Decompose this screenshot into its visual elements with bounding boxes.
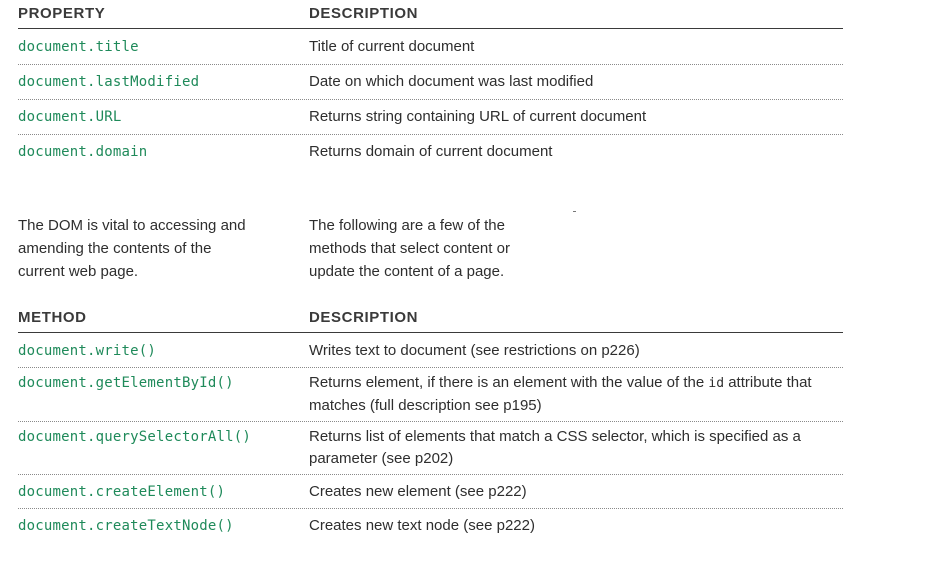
method-description: Returns element, if there is an element …: [309, 372, 843, 417]
inline-code: id: [708, 376, 725, 391]
method-name: document.createTextNode(): [18, 518, 234, 534]
table-row: document.getElementById() Returns elemen…: [18, 368, 843, 422]
table-row: document.write() Writes text to document…: [18, 333, 843, 368]
table-row: document.createTextNode() Creates new te…: [18, 509, 843, 542]
method-name: document.createElement(): [18, 484, 226, 500]
method-description-text: Returns element, if there is an element …: [309, 374, 709, 391]
method-name: document.write(): [18, 343, 157, 359]
method-name: document.getElementById(): [18, 375, 234, 391]
property-table-header: PROPERTY DESCRIPTION: [18, 5, 843, 29]
property-table: PROPERTY DESCRIPTION document.title Titl…: [18, 5, 843, 169]
intro-left-paragraph: The DOM is vital to accessing and amendi…: [18, 214, 309, 283]
table-row: document.URL Returns string containing U…: [18, 100, 843, 135]
method-table: METHOD DESCRIPTION document.write() Writ…: [18, 309, 843, 542]
description-column-header: DESCRIPTION: [309, 309, 419, 326]
table-row: document.createElement() Creates new ele…: [18, 475, 843, 509]
method-description: Writes text to document (see restriction…: [309, 342, 640, 359]
property-description: Returns string containing URL of current…: [309, 108, 647, 125]
stray-mark: [573, 211, 576, 212]
property-name: document.title: [18, 39, 139, 55]
property-column-header: PROPERTY: [18, 5, 106, 22]
intro-text: The DOM is vital to accessing and amendi…: [18, 214, 843, 283]
method-description: Returns list of elements that match a CS…: [309, 428, 801, 467]
method-description: Creates new element (see p222): [309, 483, 527, 500]
property-name: document.URL: [18, 109, 122, 125]
property-description: Returns domain of current document: [309, 143, 553, 160]
table-row: document.lastModified Date on which docu…: [18, 65, 843, 100]
method-column-header: METHOD: [18, 309, 87, 326]
intro-right-paragraph: The following are a few of the methods t…: [309, 217, 510, 280]
method-name: document.querySelectorAll(): [18, 429, 251, 445]
table-row: document.domain Returns domain of curren…: [18, 135, 843, 169]
property-name: document.domain: [18, 144, 148, 160]
method-table-header: METHOD DESCRIPTION: [18, 309, 843, 333]
intro-left-text: The DOM is vital to accessing and amendi…: [18, 217, 246, 280]
description-column-header: DESCRIPTION: [309, 5, 419, 22]
property-name: document.lastModified: [18, 74, 200, 90]
property-description: Title of current document: [309, 38, 475, 55]
property-description: Date on which document was last modified: [309, 73, 594, 90]
method-description: Creates new text node (see p222): [309, 517, 535, 534]
table-row: document.title Title of current document: [18, 29, 843, 65]
table-row: document.querySelectorAll() Returns list…: [18, 422, 843, 475]
method-description-text: attribute that matches (full description…: [309, 374, 812, 414]
